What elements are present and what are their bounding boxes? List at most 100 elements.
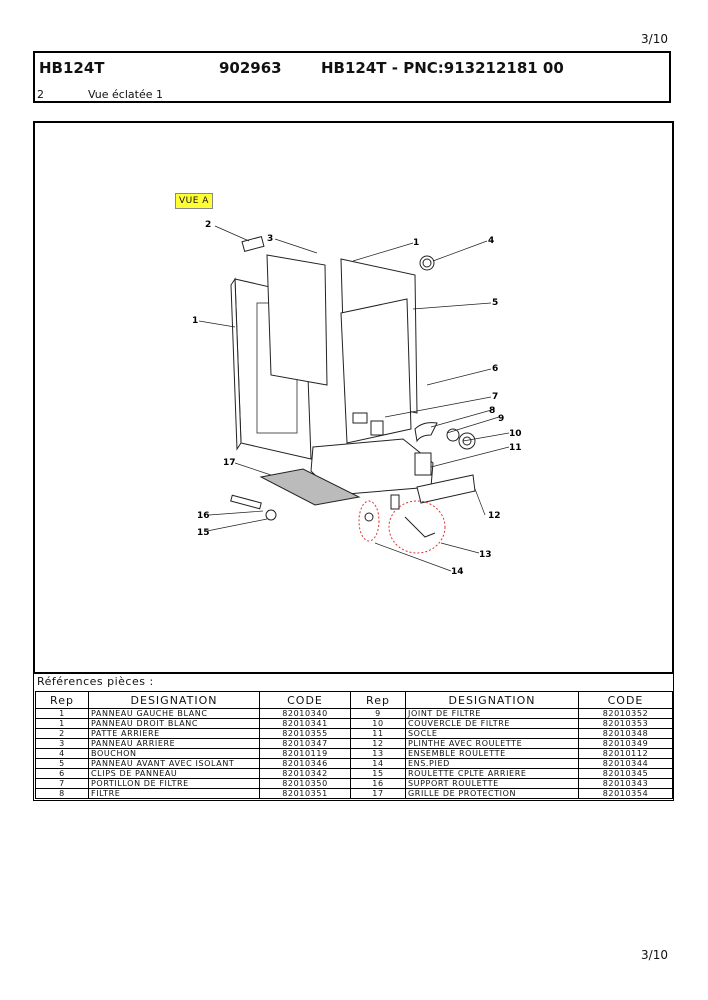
page-number-top: 3/10 <box>641 32 668 46</box>
designation-cell: PANNEAU GAUCHE BLANC <box>88 708 260 719</box>
callout-labels: 2 3 1 4 5 1 6 7 8 9 10 11 17 12 13 14 16… <box>192 220 522 577</box>
back-panel-shape <box>266 254 328 386</box>
callout-4: 4 <box>488 236 494 246</box>
code-cell: 82010347 <box>259 738 351 749</box>
front-panel-shape <box>340 298 412 444</box>
rep-cell: 5 <box>35 758 89 769</box>
parts-table: Rep DESIGNATION CODE Rep DESIGNATION COD… <box>35 691 673 799</box>
code-cell: 82010345 <box>578 768 673 779</box>
rep-cell: 13 <box>350 748 406 759</box>
rep-cell: 6 <box>35 768 89 779</box>
section-number: 2 <box>37 88 44 101</box>
references-title: Références pièces : <box>37 675 154 688</box>
designation-cell: ENSEMBLE ROULETTE <box>405 748 579 759</box>
designation-cell: PANNEAU AVANT AVEC ISOLANT <box>88 758 260 769</box>
designation-cell: PORTILLON DE FILTRE <box>88 778 260 789</box>
code-cell: 82010354 <box>578 788 673 799</box>
callout-14: 14 <box>451 567 464 577</box>
callout-1: 1 <box>413 238 419 248</box>
col-designation: DESIGNATION <box>88 691 260 709</box>
designation-cell: PANNEAU DROIT BLANC <box>88 718 260 729</box>
designation-cell: FILTRE <box>88 788 260 799</box>
code-cell: 82010353 <box>578 718 673 729</box>
section-title: Vue éclatée 1 <box>88 88 163 101</box>
rep-cell: 1 <box>35 708 89 719</box>
callout-2: 2 <box>205 220 211 230</box>
rep-cell: 16 <box>350 778 406 789</box>
callout-7: 7 <box>492 392 498 402</box>
designation-cell: ENS.PIED <box>405 758 579 769</box>
callout-15: 15 <box>197 528 210 538</box>
exploded-view-drawing: VUE A <box>33 121 674 674</box>
callout-16: 16 <box>197 511 210 521</box>
code-cell: 82010352 <box>578 708 673 719</box>
rep-cell: 17 <box>350 788 406 799</box>
callout-13: 13 <box>479 550 492 560</box>
designation-cell: CLIPS DE PANNEAU <box>88 768 260 779</box>
code-cell: 82010340 <box>259 708 351 719</box>
model-name: HB124T <box>39 59 105 77</box>
callout-3: 3 <box>267 234 273 244</box>
callout-5: 5 <box>492 298 498 308</box>
callout-1-left: 1 <box>192 316 198 326</box>
callout-17: 17 <box>223 458 236 468</box>
grille-shape <box>259 468 361 506</box>
code-cell: 82010112 <box>578 748 673 759</box>
rep-cell: 11 <box>350 728 406 739</box>
document-header: HB124T 902963 HB124T - PNC:913212181 00 … <box>33 51 671 103</box>
page-number-bottom: 3/10 <box>641 948 668 962</box>
rep-cell: 2 <box>35 728 89 739</box>
parts-table-header: Rep DESIGNATION CODE Rep DESIGNATION COD… <box>35 691 673 709</box>
callout-12: 12 <box>488 511 501 521</box>
designation-cell: BOUCHON <box>88 748 260 759</box>
code-cell: 82010342 <box>259 768 351 779</box>
rep-cell: 12 <box>350 738 406 749</box>
designation-cell: SOCLE <box>405 728 579 739</box>
designation-cell: GRILLE DE PROTECTION <box>405 788 579 799</box>
col-code-2: CODE <box>578 691 673 709</box>
code-cell: 82010355 <box>259 728 351 739</box>
rep-cell: 4 <box>35 748 89 759</box>
callout-6: 6 <box>492 364 498 374</box>
exploded-view-diagram: 2 3 1 4 5 1 6 7 8 9 10 11 17 12 13 14 16… <box>192 220 522 577</box>
rep-cell: 9 <box>350 708 406 719</box>
rep-cell: 14 <box>350 758 406 769</box>
designation-cell: COUVERCLE DE FILTRE <box>405 718 579 729</box>
designation-cell: PANNEAU ARRIERE <box>88 738 260 749</box>
code-cell: 82010350 <box>259 778 351 789</box>
col-designation-2: DESIGNATION <box>405 691 579 709</box>
code-cell: 82010346 <box>259 758 351 769</box>
rep-cell: 3 <box>35 738 89 749</box>
designation-cell: JOINT DE FILTRE <box>405 708 579 719</box>
designation-cell: SUPPORT ROULETTE <box>405 778 579 789</box>
references-section <box>33 673 674 801</box>
callout-10: 10 <box>509 429 522 439</box>
rep-cell: 10 <box>350 718 406 729</box>
code-cell: 82010119 <box>259 748 351 759</box>
callout-11: 11 <box>509 443 522 453</box>
code-cell: 82010341 <box>259 718 351 729</box>
callout-9: 9 <box>498 414 504 424</box>
designation-cell: PATTE ARRIERE <box>88 728 260 739</box>
designation-cell: PLINTHE AVEC ROULETTE <box>405 738 579 749</box>
view-label: VUE A <box>175 193 213 209</box>
rep-cell: 8 <box>35 788 89 799</box>
code-cell: 82010344 <box>578 758 673 769</box>
col-rep: Rep <box>35 691 89 709</box>
code-cell: 82010343 <box>578 778 673 789</box>
rep-cell: 15 <box>350 768 406 779</box>
designation-cell: ROULETTE CPLTE ARRIERE <box>405 768 579 779</box>
code-cell: 82010351 <box>259 788 351 799</box>
rep-cell: 7 <box>35 778 89 789</box>
model-code: 902963 <box>219 59 282 77</box>
code-cell: 82010349 <box>578 738 673 749</box>
